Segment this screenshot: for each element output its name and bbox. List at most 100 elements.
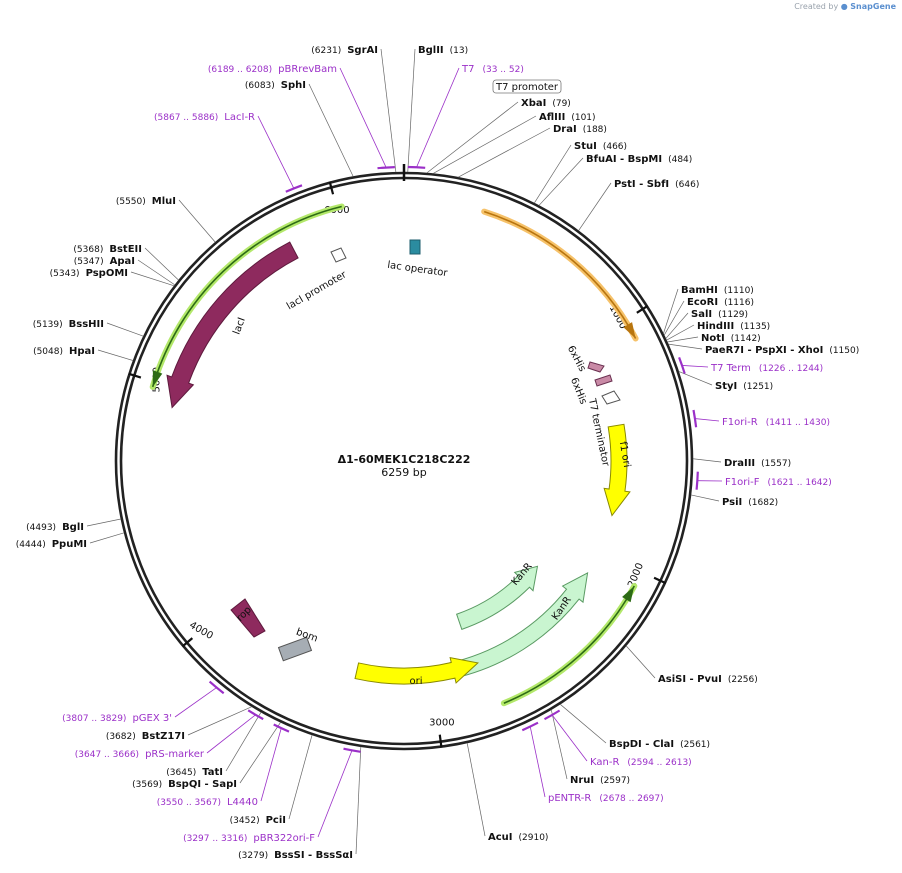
enzyme-position: (188) xyxy=(583,125,607,135)
enzyme-position: (4444) xyxy=(16,540,46,550)
enzyme-name: HpaI xyxy=(69,346,95,357)
primer-site-mark xyxy=(678,357,686,374)
enzyme-position: (3682) xyxy=(106,732,136,742)
enzyme-name: BssHII xyxy=(69,319,104,330)
enzyme-asisi: AsiSI - PvuI(2256) xyxy=(658,674,758,685)
primer-leader-line xyxy=(260,728,282,802)
primer-leader-line xyxy=(529,726,546,798)
enzyme-name: BspQI - SapI xyxy=(168,779,237,790)
snapgene-logo-icon: ● xyxy=(840,2,848,11)
primer-leader-line xyxy=(416,67,460,168)
enzyme-leader-line xyxy=(466,742,486,837)
primer-leader-line xyxy=(317,750,353,838)
primer-site-mark xyxy=(343,747,361,753)
primer-range: (3550 .. 3567) xyxy=(157,798,221,808)
primer-l4440: L4440(3550 .. 3567) xyxy=(157,797,258,808)
rop-arrow xyxy=(230,598,266,638)
primer-f1ori-f: F1ori-F(1621 .. 1642) xyxy=(725,477,832,488)
enzyme-name: AsiSI - PvuI xyxy=(658,674,722,685)
enzyme-name: SalI xyxy=(691,309,712,320)
enzyme-leader-line xyxy=(86,518,121,527)
enzyme-pspomi: PspOMI(5343) xyxy=(50,268,128,279)
enzyme-xbai: XbaI(79) xyxy=(521,98,571,109)
enzyme-position: (101) xyxy=(571,113,595,123)
enzyme-leader-line xyxy=(666,324,695,341)
tick-4000 xyxy=(181,637,194,648)
enzyme-position: (1557) xyxy=(761,459,791,469)
tick-label-3000: 3000 xyxy=(429,718,454,729)
enzyme-bsshii: BssHII(5139) xyxy=(33,319,104,330)
primer-site-mark xyxy=(543,709,561,721)
primer-pbr322ori-f: pBR322ori-F(3297 .. 3316) xyxy=(183,833,315,844)
enzyme-leader-line xyxy=(538,157,584,206)
lac-operator-box xyxy=(409,239,421,255)
feature-label-7: f1 ori xyxy=(617,441,632,469)
enzyme-mlui: MluI (5550) xyxy=(116,196,176,207)
tick-3000 xyxy=(438,734,443,748)
enzyme-afliii: AflIII (101) xyxy=(539,112,596,123)
enzyme-position: (1135) xyxy=(740,322,770,332)
primer-site-mark xyxy=(695,471,699,490)
enzyme-name: AflIII xyxy=(539,112,565,123)
enzyme-name: DraIII xyxy=(724,458,755,469)
enzyme-position: (5550) xyxy=(116,197,146,207)
tick-2000 xyxy=(653,576,667,585)
enzyme-styi: StyI(1251) xyxy=(715,381,773,392)
enzyme-leader-line xyxy=(187,706,252,736)
enzyme-leader-line xyxy=(225,711,262,772)
enzyme-position: (5343) xyxy=(50,269,80,279)
enzyme-leader-line xyxy=(559,703,607,744)
primer-f1ori-r: F1ori-R(1411 .. 1430) xyxy=(722,417,830,428)
enzyme-name: NruI xyxy=(570,775,594,786)
leader-lines xyxy=(86,48,723,855)
enzyme-name: PsiI xyxy=(722,497,742,508)
enzyme-sgrai: SgrAI(6231) xyxy=(311,45,378,56)
enzyme-leader-line xyxy=(625,645,656,679)
enzyme-leader-line xyxy=(578,182,612,231)
enzyme-bamhi: BamHI(1110) xyxy=(681,285,754,296)
primer-name: pRS-marker xyxy=(145,749,205,760)
primer-leader-line xyxy=(339,67,387,168)
t7-terminator-arrow xyxy=(601,390,621,405)
enzyme-name: StuI xyxy=(574,141,597,152)
enzyme-leader-line xyxy=(178,199,216,243)
enzyme-leader-line xyxy=(663,300,685,336)
primer-site-mark xyxy=(208,680,225,695)
primer-name: F1ori-F xyxy=(725,477,760,488)
enzyme-position: (2561) xyxy=(680,740,710,750)
enzyme-leader-line xyxy=(130,271,175,287)
enzyme-position: (3569) xyxy=(132,780,162,790)
primer-pgex-3-: pGEX 3'(3807 .. 3829) xyxy=(62,713,172,724)
enzyme-ppumi: PpuMI(4444) xyxy=(16,539,87,550)
enzyme-name: BstEII xyxy=(109,244,142,255)
enzyme-leader-line xyxy=(144,247,179,281)
primer-name: pBRrevBam xyxy=(278,64,337,75)
enzyme-name: BfuAI - BspMI xyxy=(586,154,662,165)
enzyme-leader-line xyxy=(433,115,537,174)
enzyme-name: BglI xyxy=(62,522,84,533)
enzyme-name: HindIII xyxy=(697,321,734,332)
enzyme-bspdi: BspDI - ClaI (2561) xyxy=(609,739,710,750)
primer-t7: T7(33 .. 52) xyxy=(461,64,524,75)
primer-name: Kan-R xyxy=(590,757,619,768)
enzyme-name: NotI xyxy=(701,333,725,344)
enzyme-name: TatI xyxy=(202,767,223,778)
feature-label-6: T7 terminator xyxy=(586,397,611,468)
feature-label-0: T7 promoter xyxy=(495,82,559,93)
enzyme-leader-line xyxy=(97,349,134,361)
primer-site-mark xyxy=(285,184,303,193)
enzyme-position: (6083) xyxy=(245,81,275,91)
enzyme-name: BspDI - ClaI xyxy=(609,739,674,750)
enzyme-name: MluI xyxy=(152,196,176,207)
enzyme-position: (1251) xyxy=(743,382,773,392)
enzyme-position: (3452) xyxy=(230,816,260,826)
enzyme-position: (4493) xyxy=(26,523,56,533)
primer-range: (5867 .. 5886) xyxy=(154,113,218,123)
enzyme-sali: SalI(1129) xyxy=(691,309,748,320)
enzyme-name: BglII xyxy=(418,45,444,56)
enzyme-leader-line xyxy=(239,722,281,784)
primer-leader-line xyxy=(174,687,217,718)
enzyme-position: (5368) xyxy=(73,245,103,255)
enzyme-name: BamHI xyxy=(681,285,718,296)
primer-range: (2594 .. 2613) xyxy=(627,758,691,768)
